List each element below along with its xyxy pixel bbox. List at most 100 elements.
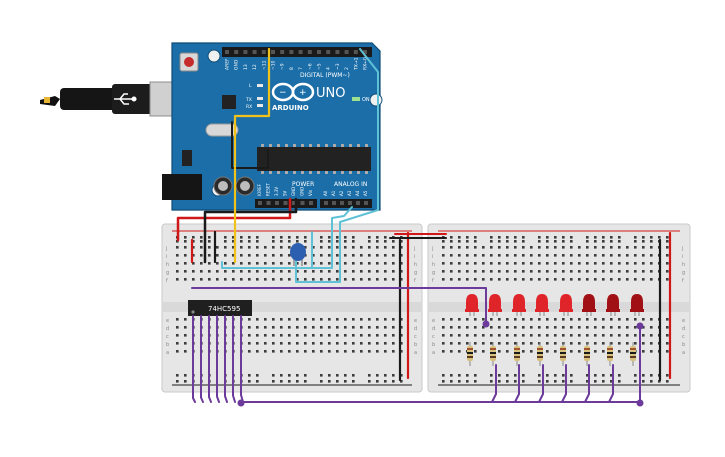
breadboard-hole[interactable] xyxy=(602,326,605,329)
breadboard-hole[interactable] xyxy=(474,270,477,273)
rail-hole[interactable] xyxy=(546,380,549,383)
breadboard-hole[interactable] xyxy=(192,262,195,265)
breadboard-hole[interactable] xyxy=(280,350,283,353)
breadboard-hole[interactable] xyxy=(336,246,339,249)
breadboard-hole[interactable] xyxy=(634,334,637,337)
breadboard-hole[interactable] xyxy=(368,318,371,321)
rail-hole[interactable] xyxy=(272,374,275,377)
rail-hole[interactable] xyxy=(392,374,395,377)
breadboard-hole[interactable] xyxy=(360,262,363,265)
rail-hole[interactable] xyxy=(514,374,517,377)
breadboard-hole[interactable] xyxy=(320,350,323,353)
breadboard-hole[interactable] xyxy=(392,342,395,345)
rail-hole[interactable] xyxy=(618,240,621,243)
header-pin[interactable] xyxy=(289,50,294,54)
rail-hole[interactable] xyxy=(256,374,259,377)
breadboard-hole[interactable] xyxy=(514,318,517,321)
rail-hole[interactable] xyxy=(200,236,203,239)
breadboard-hole[interactable] xyxy=(474,334,477,337)
breadboard-hole[interactable] xyxy=(634,342,637,345)
breadboard-hole[interactable] xyxy=(602,342,605,345)
breadboard-hole[interactable] xyxy=(458,342,461,345)
breadboard-hole[interactable] xyxy=(570,350,573,353)
rail-hole[interactable] xyxy=(546,236,549,239)
breadboard-hole[interactable] xyxy=(586,318,589,321)
breadboard-hole[interactable] xyxy=(296,326,299,329)
breadboard-hole[interactable] xyxy=(400,342,403,345)
breadboard-hole[interactable] xyxy=(384,278,387,281)
breadboard-hole[interactable] xyxy=(466,318,469,321)
breadboard-hole[interactable] xyxy=(360,326,363,329)
breadboard-hole[interactable] xyxy=(578,254,581,257)
breadboard-hole[interactable] xyxy=(296,270,299,273)
breadboard-hole[interactable] xyxy=(248,278,251,281)
rail-hole[interactable] xyxy=(506,236,509,239)
breadboard-hole[interactable] xyxy=(618,270,621,273)
rail-hole[interactable] xyxy=(288,240,291,243)
breadboard-hole[interactable] xyxy=(506,342,509,345)
analog-header[interactable] xyxy=(320,199,372,208)
breadboard-hole[interactable] xyxy=(360,350,363,353)
breadboard-hole[interactable] xyxy=(634,246,637,249)
breadboard-hole[interactable] xyxy=(522,318,525,321)
breadboard-hole[interactable] xyxy=(546,334,549,337)
breadboard-hole[interactable] xyxy=(216,278,219,281)
breadboard-hole[interactable] xyxy=(482,318,485,321)
breadboard-hole[interactable] xyxy=(328,350,331,353)
breadboard-hole[interactable] xyxy=(256,254,259,257)
breadboard-hole[interactable] xyxy=(384,254,387,257)
breadboard-hole[interactable] xyxy=(288,254,291,257)
breadboard-hole[interactable] xyxy=(256,318,259,321)
breadboard-hole[interactable] xyxy=(626,270,629,273)
breadboard-hole[interactable] xyxy=(482,350,485,353)
rail-hole[interactable] xyxy=(594,374,597,377)
resistor[interactable] xyxy=(490,342,496,366)
rail-hole[interactable] xyxy=(570,374,573,377)
breadboard-hole[interactable] xyxy=(490,270,493,273)
breadboard-hole[interactable] xyxy=(490,342,493,345)
header-pin[interactable] xyxy=(266,201,271,205)
rail-hole[interactable] xyxy=(336,380,339,383)
rail-hole[interactable] xyxy=(610,380,613,383)
breadboard-hole[interactable] xyxy=(442,334,445,337)
breadboard-hole[interactable] xyxy=(610,334,613,337)
breadboard-hole[interactable] xyxy=(240,270,243,273)
rail-hole[interactable] xyxy=(248,374,251,377)
breadboard-hole[interactable] xyxy=(320,326,323,329)
breadboard-hole[interactable] xyxy=(304,278,307,281)
breadboard-hole[interactable] xyxy=(650,246,653,249)
breadboard-hole[interactable] xyxy=(554,246,557,249)
rail-hole[interactable] xyxy=(666,240,669,243)
rail-hole[interactable] xyxy=(296,380,299,383)
led[interactable] xyxy=(559,294,573,316)
breadboard-hole[interactable] xyxy=(280,278,283,281)
breadboard-hole[interactable] xyxy=(522,254,525,257)
breadboard-hole[interactable] xyxy=(352,270,355,273)
breadboard-hole[interactable] xyxy=(466,334,469,337)
breadboard-hole[interactable] xyxy=(458,350,461,353)
rail-hole[interactable] xyxy=(498,374,501,377)
wire-purple-output[interactable] xyxy=(224,315,228,403)
breadboard-hole[interactable] xyxy=(240,262,243,265)
breadboard-hole[interactable] xyxy=(506,326,509,329)
breadboard-hole[interactable] xyxy=(490,262,493,265)
breadboard-hole[interactable] xyxy=(184,246,187,249)
breadboard-hole[interactable] xyxy=(458,326,461,329)
rail-hole[interactable] xyxy=(344,240,347,243)
breadboard-hole[interactable] xyxy=(288,270,291,273)
breadboard-hole[interactable] xyxy=(570,278,573,281)
breadboard-hole[interactable] xyxy=(368,342,371,345)
rail-hole[interactable] xyxy=(506,240,509,243)
breadboard-hole[interactable] xyxy=(562,270,565,273)
rail-hole[interactable] xyxy=(184,374,187,377)
breadboard-hole[interactable] xyxy=(618,254,621,257)
breadboard-hole[interactable] xyxy=(538,342,541,345)
breadboard-hole[interactable] xyxy=(256,246,259,249)
rail-hole[interactable] xyxy=(192,240,195,243)
breadboard-hole[interactable] xyxy=(248,254,251,257)
breadboard-hole[interactable] xyxy=(304,350,307,353)
rail-hole[interactable] xyxy=(658,236,661,239)
breadboard-hole[interactable] xyxy=(562,254,565,257)
breadboard-hole[interactable] xyxy=(610,318,613,321)
breadboard-hole[interactable] xyxy=(264,254,267,257)
